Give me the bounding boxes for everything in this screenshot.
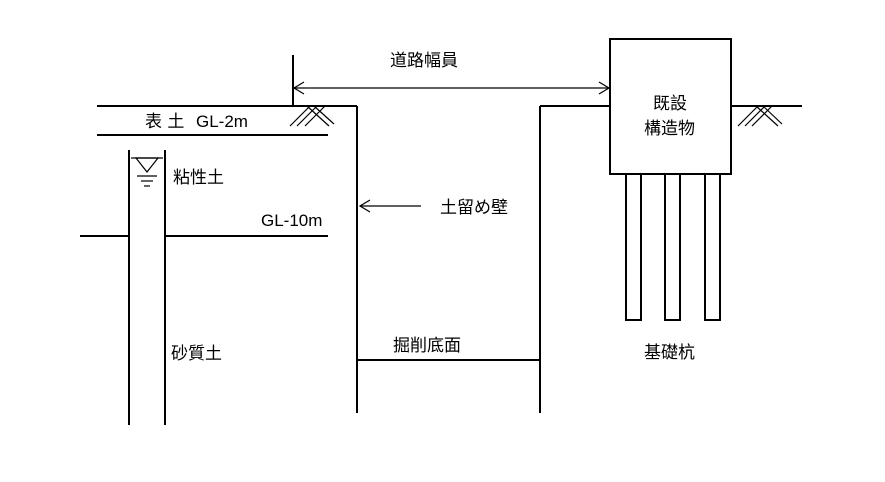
gl-minus-2-label: GL-2m (196, 112, 248, 131)
foundation-piles-label: 基礎杭 (644, 343, 695, 363)
foundation-pile-3 (704, 173, 721, 321)
ground-hatch-icon-left (289, 105, 335, 127)
foundation-pile-1 (625, 173, 642, 321)
retaining-wall-label: 土留め壁 (440, 198, 508, 218)
existing-structure-label-line1: 既設 (653, 94, 687, 114)
road-width-label: 道路幅員 (390, 51, 458, 71)
dimension-arrowhead-left (292, 81, 305, 95)
gl-minus-10-label: GL-10m (261, 211, 322, 230)
topsoil-label: 表 土 (145, 112, 184, 132)
retaining-wall-pointer-arrowhead (358, 199, 371, 213)
groundwater-level-icon (131, 157, 163, 187)
foundation-pile-2 (664, 173, 681, 321)
clay-soil-label: 粘性土 (173, 168, 224, 188)
ground-hatch-icon-right (737, 105, 783, 127)
sandy-soil-label: 砂質土 (171, 344, 222, 364)
excavation-bottom-label: 掘削底面 (393, 336, 461, 356)
dimension-arrowhead-right (598, 81, 611, 95)
existing-structure-label-line2: 構造物 (644, 119, 695, 139)
